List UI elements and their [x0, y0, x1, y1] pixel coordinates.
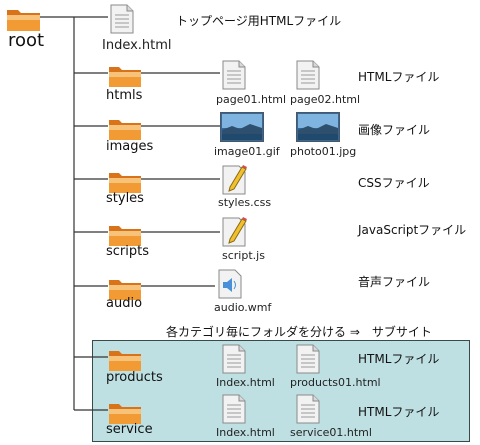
root-folder-icon[interactable]	[6, 6, 42, 36]
file-icon[interactable]	[296, 394, 320, 428]
scripts-folder-icon[interactable]	[108, 223, 142, 251]
images-folder-icon[interactable]	[108, 117, 142, 145]
file-name: image01.gif	[214, 145, 280, 158]
service-folder-label: service	[106, 422, 153, 437]
styles-folder-label: styles	[106, 191, 144, 206]
file-icon[interactable]	[222, 344, 246, 378]
file-name: audio.wmf	[214, 301, 272, 314]
images-folder-label: images	[106, 139, 154, 154]
audio-file-icon[interactable]	[218, 269, 242, 303]
images-note: 画像ファイル	[358, 123, 431, 137]
subsite-box	[92, 340, 470, 442]
file-name: page02.html	[290, 93, 361, 106]
service-note: HTMLファイル	[358, 405, 440, 419]
styles-note: CSSファイル	[358, 176, 430, 190]
subsite-caption: 各カテゴリ毎にフォルダを分ける ⇒ サブサイト	[166, 325, 432, 339]
service-folder-icon[interactable]	[108, 401, 142, 429]
audio-note: 音声ファイル	[358, 275, 431, 289]
htmls-folder-icon[interactable]	[108, 64, 142, 92]
top-file-note: トップページ用HTMLファイル	[176, 14, 342, 28]
audio-folder-icon[interactable]	[108, 277, 142, 305]
htmls-folder-label: htmls	[106, 88, 143, 103]
file-name: Index.html	[216, 376, 275, 389]
css-file-icon[interactable]	[222, 163, 248, 199]
image-file-icon[interactable]	[296, 112, 340, 146]
file-icon[interactable]	[296, 344, 320, 378]
js-file-icon[interactable]	[222, 215, 248, 251]
file-name: service01.html	[290, 426, 372, 439]
file-name: script.js	[222, 249, 265, 262]
file-icon[interactable]	[296, 60, 320, 94]
scripts-folder-label: scripts	[106, 244, 149, 259]
file-icon[interactable]	[222, 60, 246, 94]
htmls-note: HTMLファイル	[358, 70, 440, 84]
file-name: photo01.jpg	[290, 145, 357, 158]
file-name: page01.html	[216, 93, 287, 106]
scripts-note: JavaScriptファイル	[358, 223, 467, 237]
top-file-icon[interactable]	[110, 4, 134, 38]
root-label: root	[8, 30, 45, 51]
file-icon[interactable]	[222, 394, 246, 428]
file-name: Index.html	[216, 426, 275, 439]
top-file-name: Index.html	[102, 38, 172, 53]
products-folder-label: products	[106, 370, 163, 385]
styles-folder-icon[interactable]	[108, 170, 142, 198]
audio-folder-label: audio	[106, 296, 143, 311]
products-folder-icon[interactable]	[108, 348, 142, 376]
image-file-icon[interactable]	[220, 112, 264, 146]
file-name: products01.html	[290, 376, 381, 389]
file-name: styles.css	[218, 196, 272, 209]
products-note: HTMLファイル	[358, 352, 440, 366]
